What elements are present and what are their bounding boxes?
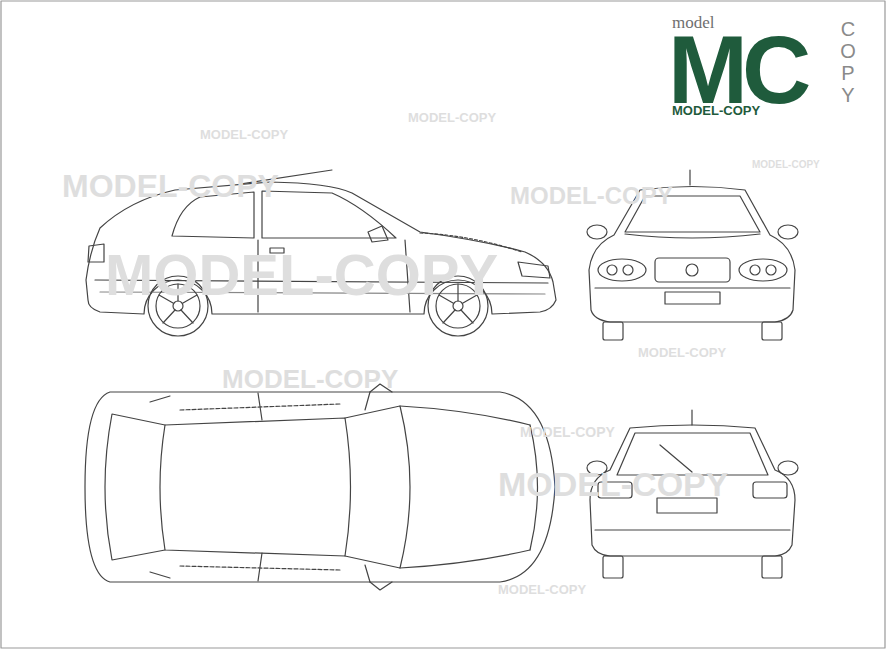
top-view (85, 384, 555, 590)
watermark: MODEL-COPY (752, 160, 820, 170)
logo-text: COPY (838, 18, 858, 106)
watermark: MODEL-COPY (520, 425, 615, 439)
watermark: MODEL-COPY (408, 111, 496, 124)
watermark: MODEL-COPY (62, 170, 279, 202)
logo-text: MODEL-COPY (672, 104, 760, 117)
watermark: MODEL-COPY (638, 346, 726, 359)
watermark: MODEL-COPY (105, 246, 498, 304)
watermark: MODEL-COPY (498, 467, 728, 501)
watermark: MODEL-COPY (510, 184, 673, 208)
watermark: MODEL-COPY (222, 366, 398, 392)
watermark: MODEL-COPY (200, 128, 288, 141)
watermark: MODEL-COPY (498, 583, 586, 596)
